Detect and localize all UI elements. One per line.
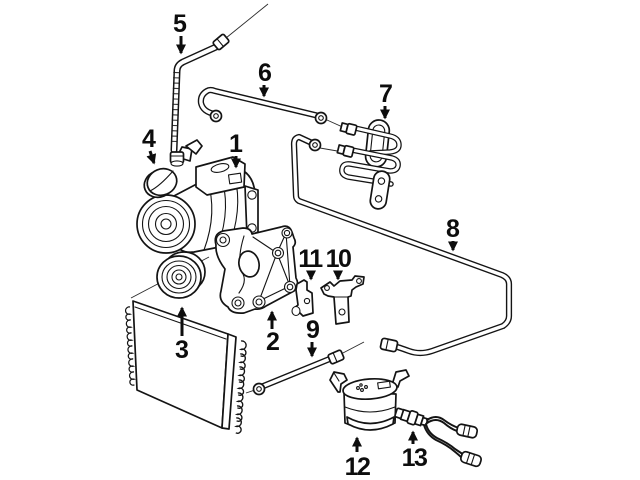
pressure-switch-harness	[399, 408, 483, 468]
suction-pipe	[197, 86, 328, 125]
callout-8[interactable]: 8	[446, 215, 460, 252]
bracket7-nipple-lower	[336, 144, 355, 158]
drier-top-markings	[356, 380, 391, 392]
refrigerant-pipe	[290, 133, 513, 357]
bracket7-mounting-plate	[369, 170, 391, 210]
pipe8-end-cap	[379, 337, 399, 353]
callout-2[interactable]: 2	[266, 310, 280, 356]
callout-7[interactable]: 7	[379, 80, 393, 120]
callout-13[interactable]: 13	[402, 430, 429, 472]
callout-6[interactable]: 6	[258, 59, 272, 98]
harness-connector-upper	[455, 423, 479, 439]
callout-6-label[interactable]: 6	[258, 59, 272, 87]
callout-10-label[interactable]: 10	[326, 245, 353, 273]
bracket7-nipple-upper	[339, 122, 358, 136]
callout-11[interactable]: 11	[298, 245, 325, 281]
callout-10[interactable]: 10	[326, 245, 353, 281]
callouts: 1 2 3 4 5 6 7 8	[142, 10, 460, 480]
pipe6-ball-fitting-right	[314, 111, 328, 125]
condenser-tube	[252, 349, 345, 396]
callout-12[interactable]: 12	[345, 436, 372, 480]
callout-3-label[interactable]: 3	[175, 336, 189, 364]
callout-7-label[interactable]: 7	[379, 80, 393, 108]
pipe-bracket-assembly	[336, 119, 402, 210]
callout-9-label[interactable]: 9	[306, 316, 320, 344]
tube9-ball-fitting	[252, 382, 266, 396]
pipe5-union-fitting	[212, 33, 230, 51]
tube9-end-fitting	[327, 349, 345, 365]
callout-13-label[interactable]: 13	[402, 444, 429, 472]
callout-4[interactable]: 4	[142, 125, 157, 165]
condenser	[124, 300, 247, 434]
callout-1-label[interactable]: 1	[229, 130, 243, 158]
clamp-bracket-large	[320, 275, 365, 325]
callout-11-label[interactable]: 11	[298, 245, 325, 273]
clamp-bracket-small	[291, 279, 314, 317]
callout-8-label[interactable]: 8	[446, 215, 460, 243]
sealing-cap	[143, 167, 178, 199]
condenser-coil-fins-right	[235, 340, 247, 434]
filler-pipe	[169, 33, 230, 167]
receiver-drier	[329, 369, 410, 431]
callout-4-label[interactable]: 4	[142, 125, 156, 153]
harness-connector-lower	[459, 450, 483, 468]
mounting-bracket	[214, 225, 299, 314]
callout-1[interactable]: 1	[229, 130, 243, 169]
pipe5-end-fitting	[169, 151, 185, 167]
callout-3[interactable]: 3	[175, 306, 189, 364]
pipe6-ball-fitting-left	[209, 109, 223, 123]
clutch-pulley	[156, 251, 206, 299]
callout-5[interactable]: 5	[173, 10, 187, 55]
callout-12-label[interactable]: 12	[345, 453, 372, 480]
callout-5-label[interactable]: 5	[173, 10, 187, 38]
callout-9[interactable]: 9	[306, 316, 320, 358]
pipe8-ball-fitting	[308, 138, 322, 152]
callout-2-label[interactable]: 2	[266, 328, 280, 356]
